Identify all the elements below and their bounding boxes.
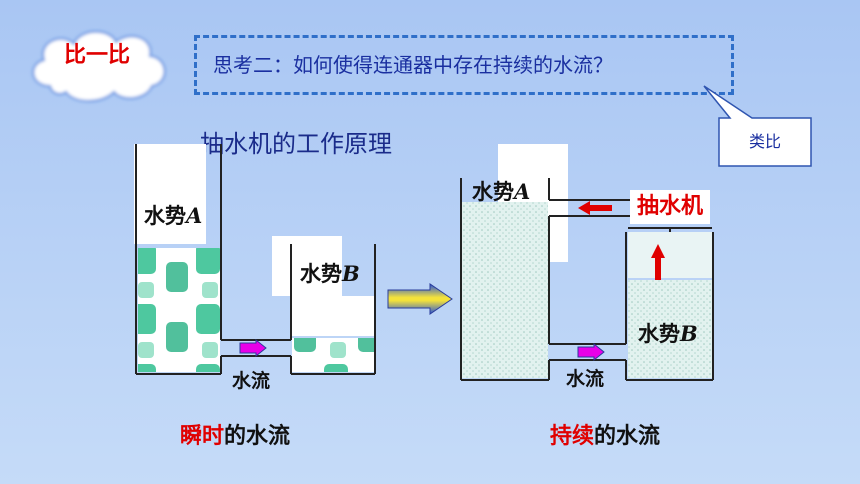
pump-label: 抽水机 [630, 190, 710, 224]
left-potential-b-label: 水势B [300, 261, 360, 286]
transition-arrow [387, 283, 453, 315]
question-box: 思考二：如何使得连通器中存在持续的水流？ [194, 35, 734, 95]
left-potential-a-label: 水势A [144, 203, 203, 228]
right-connecting-pipe [549, 342, 626, 362]
analogy-label: 类比 [748, 132, 781, 151]
pump-output-arrow [578, 201, 612, 215]
right-potential-b-label: 水势B [638, 321, 698, 346]
left-connecting-pipe [220, 338, 291, 374]
left-flow-arrow [239, 338, 267, 358]
left-container-b [272, 236, 376, 375]
left-caption: 瞬时的水流 [180, 424, 291, 449]
left-flow-label: 水流 [232, 370, 271, 392]
right-flow-label: 水流 [566, 368, 605, 390]
right-container-a [460, 144, 568, 381]
right-return-pipe [549, 199, 712, 232]
cloud-badge [32, 30, 166, 102]
diagram-title: 抽水机的工作原理 [200, 130, 392, 158]
right-container-b [625, 232, 714, 381]
question-text: 思考二：如何使得连通器中存在持续的水流？ [213, 53, 613, 77]
right-flow-arrow [577, 342, 605, 362]
analogy-callout-box [703, 85, 812, 167]
left-container-a [134, 144, 222, 375]
right-potential-a-label: 水势A [472, 179, 531, 204]
compare-badge-label: 比一比 [63, 43, 130, 68]
right-caption: 持续的水流 [550, 424, 661, 449]
pump-up-arrow [651, 244, 665, 280]
